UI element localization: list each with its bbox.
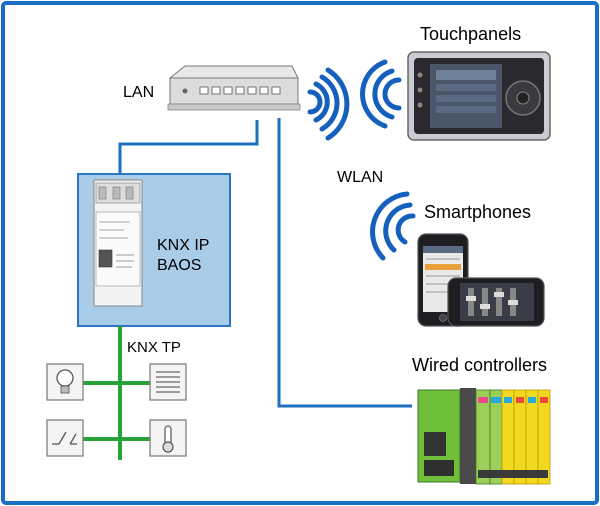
router-to-wired-controllers-link [277, 118, 412, 408]
router-to-baos-link [118, 120, 259, 177]
touchpanels-wifi-signal-icon [359, 59, 402, 129]
blinds-actuator-icon [149, 363, 187, 401]
wired-controllers-label: Wired controllers [412, 355, 547, 375]
knx-ip-baos-label-line2: BAOS [157, 257, 201, 274]
smartphone-landscape-icon [447, 277, 545, 327]
wired-controller-icon [417, 388, 551, 485]
smartphones-wifi-signal-icon [370, 191, 416, 261]
lan-links [118, 118, 412, 408]
touchpanel-icon [407, 51, 551, 141]
router-icon [167, 65, 301, 111]
router-wifi-signal-icon [307, 67, 350, 141]
touchpanels-label: Touchpanels [420, 24, 521, 44]
thermostat-sensor-icon [149, 419, 187, 457]
switch-actuator-icon [46, 419, 84, 457]
smartphones-label: Smartphones [424, 202, 531, 222]
lan-label: LAN [123, 84, 154, 101]
knx-ip-baos-label-line1: KNX IP [157, 237, 209, 254]
knx-tp-bus [82, 326, 151, 460]
wlan-label: WLAN [337, 169, 383, 186]
knx-tp-label: KNX TP [127, 339, 181, 356]
knx-ip-baos-module: KNX IP BAOS [77, 173, 231, 327]
knx-ip-baos-device-icon [93, 179, 143, 307]
lamp-sensor-icon [46, 363, 84, 401]
